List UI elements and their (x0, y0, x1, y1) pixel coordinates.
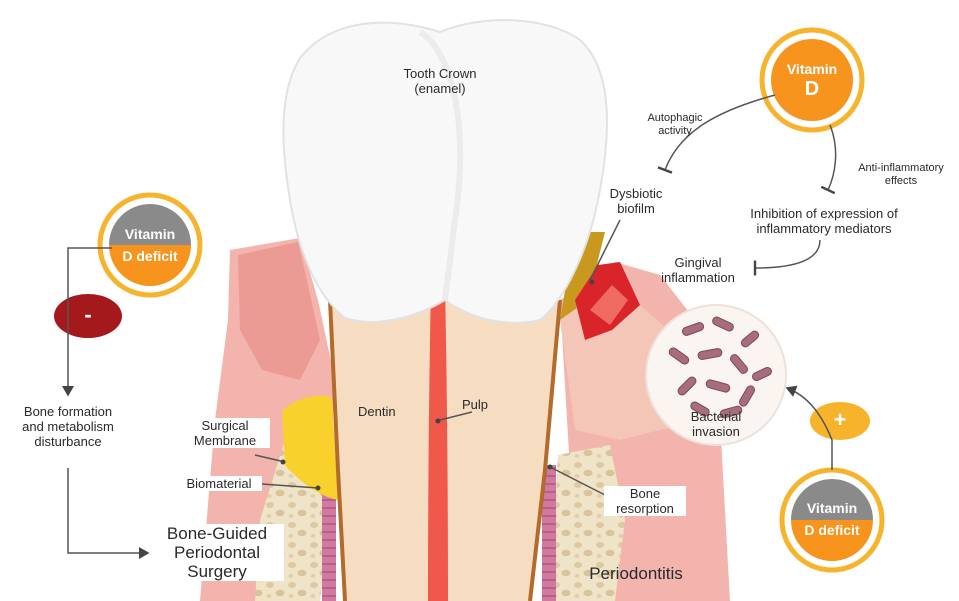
periodontitis-label: Periodontitis (564, 564, 708, 583)
minus-sign: - (78, 303, 98, 327)
plus-sign: + (830, 408, 850, 432)
line-inhibition-to-gingival (755, 240, 820, 268)
dentin-label: Dentin (358, 404, 396, 419)
biomaterial-label: Biomaterial (176, 476, 262, 491)
pulp-label: Pulp (462, 397, 488, 412)
line-bone-to-surgery (68, 468, 148, 553)
tooth-crown-label: Tooth Crown(enamel) (386, 66, 494, 96)
line-vitd-to-anti-inflammatory (828, 125, 836, 190)
